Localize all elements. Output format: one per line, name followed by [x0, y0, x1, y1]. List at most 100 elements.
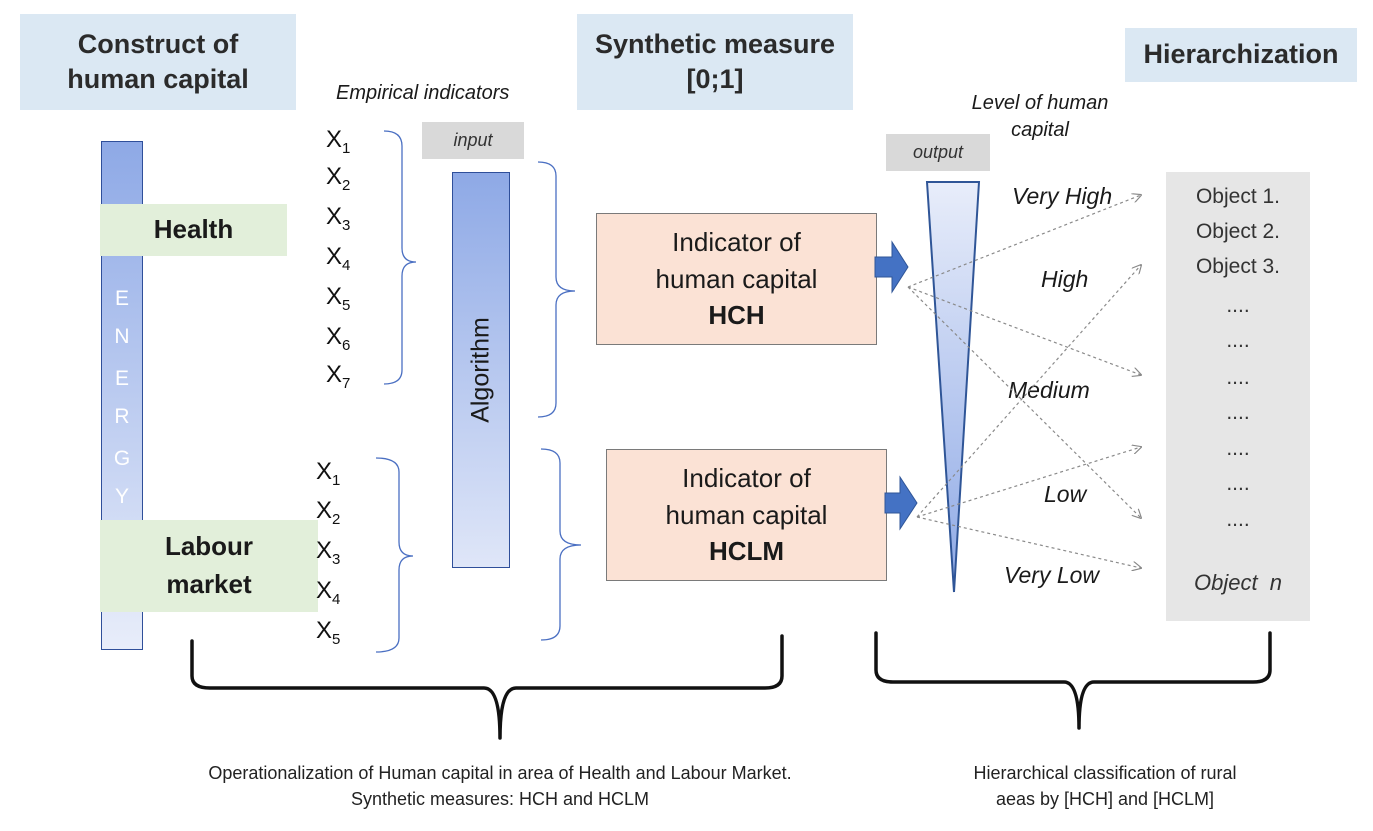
- variable-letter: X: [326, 203, 343, 230]
- variable-subscript: 1: [342, 139, 351, 157]
- object-item: ....: [1226, 366, 1250, 389]
- variable: X4: [326, 243, 350, 274]
- object-item: ....: [1226, 508, 1250, 531]
- variable: X4: [316, 577, 340, 608]
- variable-letter: X: [326, 243, 343, 270]
- variable-subscript: 5: [332, 630, 341, 648]
- variable-subscript: 3: [342, 216, 351, 234]
- variable-letter: X: [316, 537, 333, 564]
- energy-letter: R: [114, 405, 130, 428]
- variable-letter: X: [326, 361, 343, 388]
- construct-header-text: Construct of human capital: [67, 28, 249, 94]
- object-item: Object 3.: [1195, 255, 1281, 278]
- variable-subscript: 6: [342, 336, 351, 354]
- level-label: High: [1041, 266, 1089, 292]
- health-box: Health: [100, 204, 287, 256]
- variable-letter: X: [316, 577, 333, 604]
- variable-subscript: 4: [342, 256, 351, 274]
- variable-subscript: 2: [332, 510, 341, 528]
- caption-right: Hierarchical classification of rural aea…: [905, 760, 1305, 812]
- energy-letter: Y: [114, 485, 129, 508]
- indicator-hclm-code: HCLM: [708, 536, 785, 567]
- hierarchization-header: Hierarchization: [1125, 28, 1357, 82]
- level-label: Very High: [1012, 183, 1113, 209]
- synthetic-header-text: Synthetic measure [0;1]: [594, 28, 836, 94]
- variable-subscript: 3: [332, 550, 341, 568]
- object-item: ....: [1226, 437, 1250, 460]
- operationalization-bracket: [190, 634, 784, 740]
- indicator-hclm-box: Indicator of human capital HCLM: [606, 449, 887, 581]
- variable-subscript: 7: [342, 374, 351, 392]
- variable: X5: [326, 283, 350, 314]
- output-tag-text: output: [912, 142, 964, 162]
- energy-letter: E: [114, 287, 129, 310]
- variable-subscript: 4: [332, 590, 341, 608]
- health-vars-bracket: [383, 130, 417, 385]
- caption-right-line1: Hierarchical classification of rural: [973, 763, 1237, 783]
- caption-left: Operationalization of Human capital in a…: [60, 760, 940, 812]
- indicator-hch-code: HCH: [708, 300, 765, 331]
- construct-header: Construct of human capital: [20, 14, 296, 110]
- caption-left-line1: Operationalization of Human capital in a…: [208, 763, 792, 783]
- hch-block-arrow: [874, 240, 909, 294]
- object-item: ....: [1226, 401, 1250, 424]
- labour-vars-bracket: [375, 457, 414, 653]
- hierarchization-header-text: Hierarchization: [1143, 39, 1339, 70]
- output-tag: output: [886, 134, 990, 171]
- variable: X1: [326, 126, 350, 157]
- algo-hclm-bracket: [540, 448, 582, 641]
- labour-market-label: Labour market: [164, 531, 254, 599]
- object-item: ....: [1226, 472, 1250, 495]
- variable: X2: [316, 497, 340, 528]
- object-item: ....: [1226, 329, 1250, 352]
- object-item: Object 2.: [1195, 220, 1281, 243]
- energy-letter: G: [113, 447, 131, 470]
- energy-letter: E: [114, 367, 129, 390]
- empirical-indicators-label: Empirical indicators: [336, 82, 510, 104]
- object-item: ....: [1226, 294, 1250, 317]
- variable-letter: X: [326, 283, 343, 310]
- object-item: Object 1.: [1195, 185, 1281, 208]
- level-label: Low: [1044, 481, 1087, 507]
- variable: X6: [326, 323, 350, 354]
- level-label: Very Low: [1004, 562, 1100, 588]
- caption-left-line2: Synthetic measures: HCH and HCLM: [350, 789, 650, 810]
- indicator-hch-line2: human capital: [655, 263, 818, 294]
- synthetic-header: Synthetic measure [0;1]: [577, 14, 853, 110]
- algo-hch-bracket: [537, 161, 576, 418]
- variable-letter: X: [316, 458, 333, 485]
- variable: X2: [326, 163, 350, 194]
- variable: X5: [316, 617, 340, 648]
- indicator-hclm-line2: human capital: [665, 499, 828, 530]
- input-tag-text: input: [453, 130, 493, 150]
- algorithm-bar: Algorithm: [452, 172, 510, 568]
- variable: X3: [316, 537, 340, 568]
- hclm-block-arrow: [884, 475, 918, 531]
- variable-letter: X: [316, 497, 333, 524]
- caption-right-line2: aeas by [HCH] and [HCLM]: [995, 789, 1215, 810]
- variable-subscript: 5: [342, 296, 351, 314]
- variable-letter: X: [316, 617, 333, 644]
- object-n: Object n: [1193, 570, 1283, 595]
- indicator-hclm-line1: Indicator of: [682, 462, 811, 493]
- variable: X7: [326, 361, 350, 392]
- variable-letter: X: [326, 126, 343, 153]
- objects-box: Object 1. Object 2. Object 3..............…: [1166, 172, 1310, 621]
- classification-arrows: [907, 195, 1141, 568]
- health-label: Health: [153, 214, 234, 245]
- variable: X3: [326, 203, 350, 234]
- level-triangle: [925, 181, 981, 593]
- indicator-hch-box: Indicator of human capital HCH: [596, 213, 877, 345]
- variable-subscript: 1: [332, 471, 341, 489]
- indicator-hch-line1: Indicator of: [672, 226, 801, 257]
- input-tag: input: [422, 122, 524, 159]
- variable-letter: X: [326, 163, 343, 190]
- hierarchization-bracket: [874, 631, 1272, 730]
- variable-letter: X: [326, 323, 343, 350]
- labour-market-box: Labour market: [100, 520, 318, 612]
- energy-letter: N: [114, 325, 130, 348]
- variable-subscript: 2: [342, 176, 351, 194]
- variable: X1: [316, 458, 340, 489]
- level-of-human-capital-label: Level of human capital: [971, 92, 1109, 141]
